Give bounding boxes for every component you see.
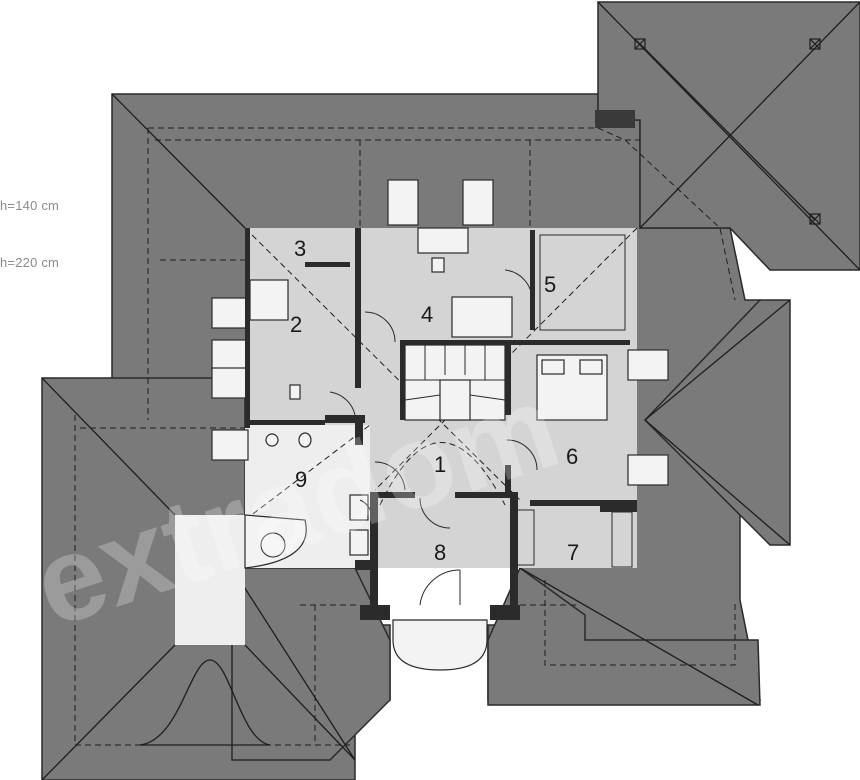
room-label-5: 5 — [544, 272, 556, 297]
walls — [245, 228, 637, 620]
room-label-1: 1 — [434, 452, 446, 477]
roof-ridges — [41, 1, 860, 780]
roof-windows — [387, 179, 494, 226]
room-label-6: 6 — [566, 444, 578, 469]
furniture — [244, 227, 633, 671]
room-label-9: 9 — [295, 467, 307, 492]
room-label-4: 4 — [421, 302, 433, 327]
height-note-220: h=220 cm — [0, 255, 60, 270]
staircase — [404, 344, 506, 421]
room-label-2: 2 — [290, 312, 302, 337]
height-note-140: h=140 cm — [0, 198, 60, 213]
room-label-7: 7 — [567, 540, 579, 565]
roof-dashed-lines — [74, 127, 736, 746]
roof-front-left — [231, 567, 391, 761]
room-label-3: 3 — [294, 236, 306, 261]
room-label-8: 8 — [434, 540, 446, 565]
vent-icons — [634, 38, 821, 225]
doors — [329, 269, 538, 606]
room-labels: 1 2 3 4 5 6 7 8 9 — [290, 236, 579, 565]
roof-front-right — [487, 566, 761, 706]
chimney — [595, 110, 635, 128]
